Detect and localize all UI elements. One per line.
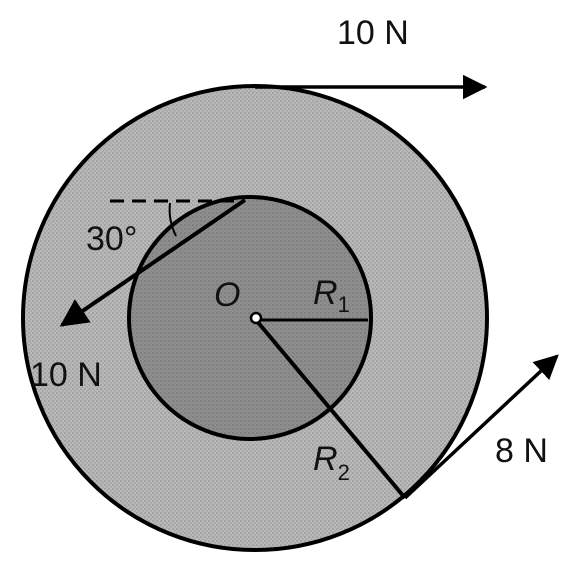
r1-letter: R <box>313 274 338 312</box>
angle-arc <box>168 202 177 237</box>
r2-letter: R <box>313 440 338 478</box>
angle-label: 30° <box>86 220 137 258</box>
left-force-arrow <box>59 198 247 327</box>
r2-label: R2 <box>313 440 350 485</box>
top-force-label: 10 N <box>337 14 409 52</box>
bottom-right-force-label: 8 N <box>495 432 548 470</box>
r2-subscript: 2 <box>338 460 350 485</box>
left-force-label: 10 N <box>30 356 102 394</box>
center-point <box>249 311 263 325</box>
bottom-right-force-arrow <box>403 354 559 500</box>
r2-radius-line <box>254 318 407 500</box>
r1-subscript: 1 <box>338 292 350 317</box>
center-label: O <box>214 276 240 314</box>
r1-label: R1 <box>313 274 350 317</box>
